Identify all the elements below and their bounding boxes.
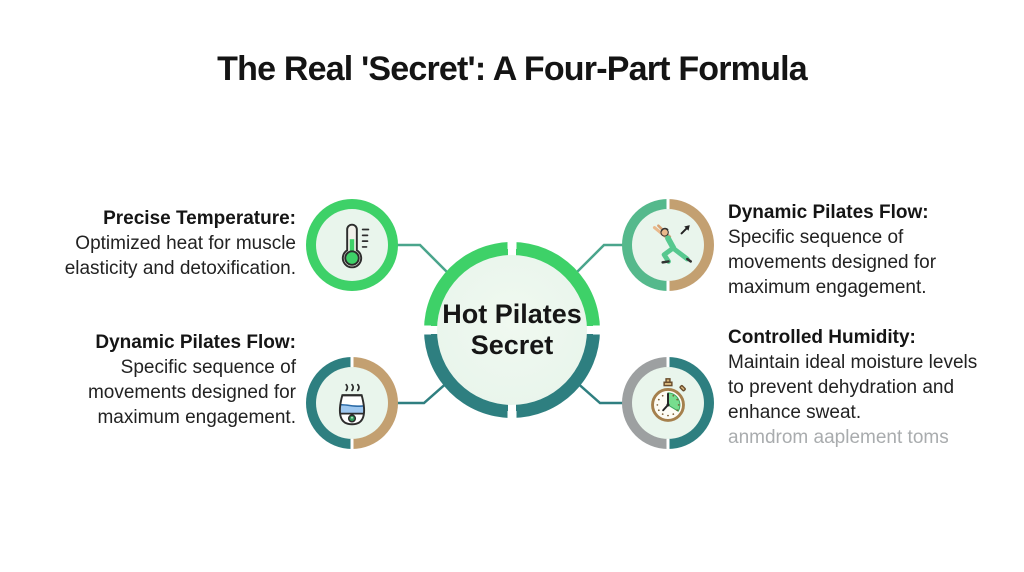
stopwatch-ring [622,357,714,449]
text-block-controlled-humidity: Controlled Humidity: Maintain ideal mois… [728,325,990,450]
yoga-pose-icon [652,224,692,264]
stopwatch-circle [632,367,704,439]
yoga-circle [632,209,704,281]
text-block-pilates-flow-left: Dynamic Pilates Flow: Specific sequence … [44,330,296,430]
stopwatch-icon [651,378,686,422]
text-block-pilates-flow-right: Dynamic Pilates Flow: Specific sequence … [728,200,963,300]
heading-controlled-humidity: Controlled Humidity: [728,327,916,348]
thermometer-circle [316,209,388,281]
center-hub-fill: Hot Pilates Secret [437,255,587,405]
thermometer-icon [341,223,370,269]
humidifier-ring [306,357,398,449]
thermometer-ring [306,199,398,291]
footnote-garbled-text: anmdrom aaplement toms [728,427,949,448]
yoga-ring [622,199,714,291]
body-pilates-flow-right: Specific sequence of movements designed … [728,227,937,298]
humidifier-icon [339,383,365,426]
heading-precise-temperature: Precise Temperature: [103,208,296,229]
body-controlled-humidity: Maintain ideal moisture levels to preven… [728,352,978,423]
center-hub-label: Hot Pilates Secret [442,299,582,360]
page-title: The Real 'Secret': A Four-Part Formula [217,50,808,88]
body-pilates-flow-left: Specific sequence of movements designed … [87,357,296,428]
humidifier-circle [316,367,388,439]
heading-pilates-flow-right: Dynamic Pilates Flow: [728,202,929,223]
body-precise-temperature: Optimized heat for muscle elasticity and… [64,233,296,279]
text-block-precise-temperature: Precise Temperature: Optimized heat for … [44,206,296,281]
heading-pilates-flow-left: Dynamic Pilates Flow: [95,332,296,353]
center-hub-circle: Hot Pilates Secret [424,242,600,418]
